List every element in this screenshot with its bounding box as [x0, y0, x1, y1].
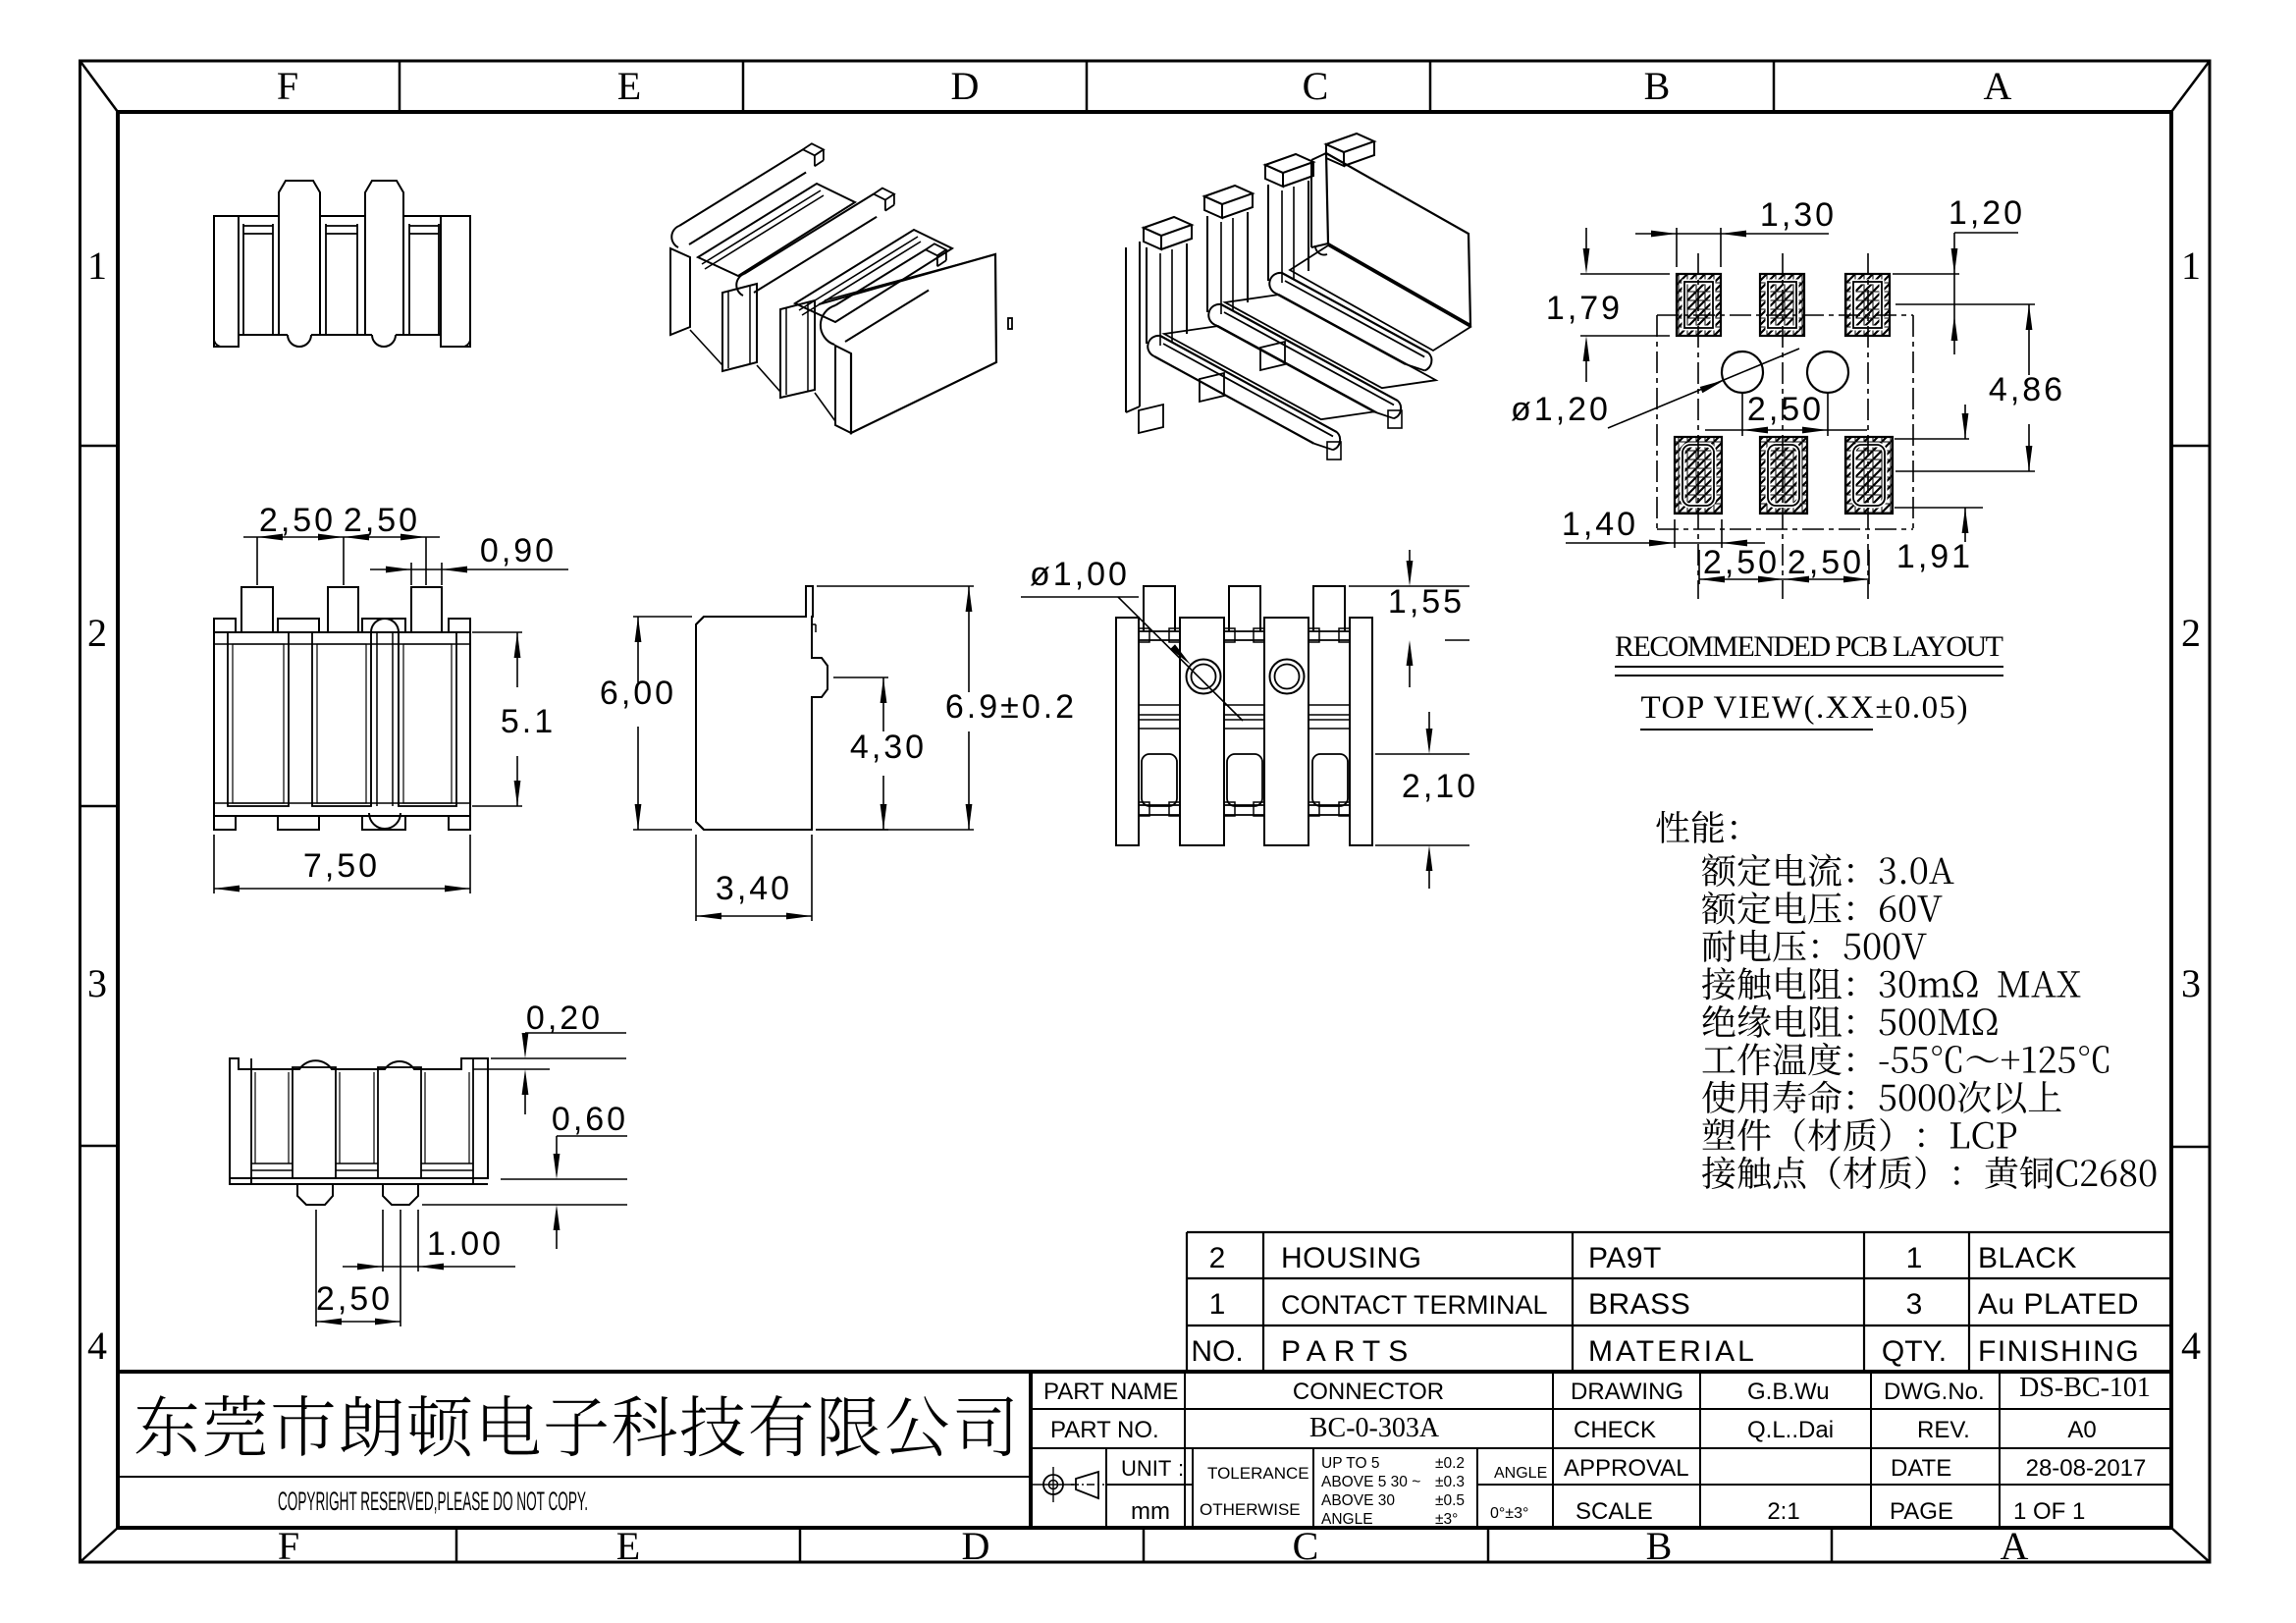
svg-text:4,86: 4,86: [1989, 371, 2065, 408]
svg-text:0,20: 0,20: [526, 1000, 603, 1037]
svg-text:7,50: 7,50: [303, 847, 380, 885]
svg-text:DWG.No.: DWG.No.: [1884, 1379, 1985, 1405]
svg-text:B: B: [1644, 64, 1671, 108]
svg-text:PAGE: PAGE: [1890, 1498, 1953, 1525]
svg-text:APPROVAL: APPROVAL: [1564, 1455, 1689, 1482]
svg-text:MATERIAL: MATERIAL: [1588, 1335, 1757, 1368]
svg-text:E: E: [616, 1524, 640, 1568]
svg-text:±0.5: ±0.5: [1435, 1492, 1465, 1509]
svg-text:1 OF 1: 1 OF 1: [2013, 1498, 2085, 1525]
svg-text:PART NO.: PART NO.: [1050, 1417, 1159, 1443]
svg-text:2,50: 2,50: [344, 502, 420, 539]
svg-text:Q.L..Dai: Q.L..Dai: [1747, 1417, 1834, 1443]
svg-text:2: 2: [1209, 1242, 1226, 1274]
svg-text:±0.2: ±0.2: [1435, 1455, 1465, 1472]
svg-text:ANGLE: ANGLE: [1321, 1511, 1373, 1528]
svg-text:2,50: 2,50: [316, 1280, 393, 1318]
svg-text:2,50: 2,50: [1788, 544, 1864, 581]
svg-text:QTY.: QTY.: [1882, 1335, 1947, 1368]
svg-text:A0: A0: [2067, 1417, 2096, 1443]
svg-text:4: 4: [87, 1324, 107, 1368]
svg-text:B: B: [1646, 1524, 1673, 1568]
svg-text:0,60: 0,60: [552, 1101, 628, 1138]
svg-text:E: E: [617, 64, 641, 108]
svg-text:±3°: ±3°: [1435, 1511, 1458, 1528]
svg-text:G.B.Wu: G.B.Wu: [1747, 1379, 1830, 1405]
svg-text:3: 3: [1906, 1288, 1923, 1321]
svg-text:0,90: 0,90: [480, 532, 557, 569]
svg-text:TOP VIEW(.XX±0.05): TOP VIEW(.XX±0.05): [1641, 690, 1968, 726]
svg-text:1,30: 1,30: [1760, 196, 1837, 234]
svg-text:RECOMMENDED PCB LAYOUT: RECOMMENDED PCB LAYOUT: [1615, 630, 2003, 663]
svg-text:Au PLATED: Au PLATED: [1978, 1288, 2139, 1321]
svg-text:BLACK: BLACK: [1978, 1242, 2077, 1274]
svg-text:3: 3: [2181, 961, 2201, 1005]
svg-text:2: 2: [2181, 611, 2201, 655]
svg-text:2:1: 2:1: [1767, 1498, 1799, 1525]
svg-text:OTHERWISE: OTHERWISE: [1200, 1500, 1301, 1519]
svg-text:F: F: [277, 64, 298, 108]
svg-text:UNIT: UNIT: [1121, 1456, 1171, 1481]
svg-text:3,40: 3,40: [716, 870, 792, 907]
svg-text:2,50: 2,50: [1703, 544, 1780, 581]
svg-text:2,10: 2,10: [1402, 768, 1478, 805]
svg-text:ø1,20: ø1,20: [1511, 391, 1611, 428]
svg-text:HOUSING: HOUSING: [1281, 1242, 1422, 1274]
svg-text:CHECK: CHECK: [1574, 1417, 1656, 1443]
svg-text:NO.: NO.: [1191, 1335, 1243, 1368]
svg-text:D: D: [962, 1524, 990, 1568]
svg-text:PART NAME: PART NAME: [1043, 1379, 1178, 1405]
svg-text:1,40: 1,40: [1562, 506, 1638, 543]
svg-text:A: A: [1984, 64, 2012, 108]
svg-text:ANGLE: ANGLE: [1494, 1465, 1547, 1482]
svg-text:1,91: 1,91: [1896, 538, 1973, 575]
svg-text:COPYRIGHT RESERVED,PLEASE DO N: COPYRIGHT RESERVED,PLEASE DO NOT COPY.: [278, 1487, 588, 1516]
svg-text:FINISHING: FINISHING: [1978, 1335, 2140, 1368]
svg-text:6.9±0.2: 6.9±0.2: [945, 688, 1077, 726]
svg-text:4: 4: [2181, 1324, 2201, 1368]
svg-text:0°±3°: 0°±3°: [1490, 1505, 1528, 1522]
svg-text:ABOVE 30: ABOVE 30: [1321, 1492, 1395, 1509]
svg-text:TOLERANCE: TOLERANCE: [1207, 1464, 1309, 1483]
svg-text:D: D: [951, 64, 980, 108]
svg-text:DATE: DATE: [1891, 1455, 1951, 1482]
svg-text:6,00: 6,00: [600, 675, 676, 712]
svg-text:2,50: 2,50: [259, 502, 336, 539]
svg-text:DRAWING: DRAWING: [1571, 1379, 1683, 1405]
svg-text:1,79: 1,79: [1546, 290, 1623, 327]
svg-text:C: C: [1303, 64, 1329, 108]
svg-text:CONTACT TERMINAL: CONTACT TERMINAL: [1281, 1290, 1548, 1320]
svg-text:ABOVE 5 30 ~: ABOVE 5 30 ~: [1321, 1474, 1420, 1490]
svg-text:BC-0-303A: BC-0-303A: [1309, 1413, 1440, 1443]
svg-text:SCALE: SCALE: [1575, 1498, 1653, 1525]
svg-text:A: A: [2001, 1524, 2029, 1568]
svg-text:3: 3: [87, 961, 107, 1005]
svg-text:5.1: 5.1: [501, 703, 556, 740]
svg-text:1.00: 1.00: [427, 1225, 504, 1263]
svg-text:±0.3: ±0.3: [1435, 1474, 1465, 1490]
svg-text:28-08-2017: 28-08-2017: [2026, 1455, 2147, 1482]
svg-text:2,50: 2,50: [1747, 391, 1824, 428]
svg-text:UP TO 5: UP TO 5: [1321, 1455, 1379, 1472]
svg-text:1: 1: [1209, 1288, 1226, 1321]
svg-text:1,20: 1,20: [1949, 194, 2025, 232]
svg-text:BRASS: BRASS: [1588, 1288, 1690, 1321]
svg-text:C: C: [1293, 1524, 1319, 1568]
svg-text:2: 2: [87, 611, 107, 655]
svg-text:mm: mm: [1131, 1498, 1170, 1525]
svg-text:1: 1: [2181, 243, 2201, 288]
svg-text:1,55: 1,55: [1388, 583, 1465, 621]
svg-text:1: 1: [87, 243, 107, 288]
svg-text:1: 1: [1906, 1242, 1923, 1274]
svg-text::: :: [1178, 1456, 1184, 1481]
svg-text:F: F: [278, 1524, 299, 1568]
svg-text:PA9T: PA9T: [1588, 1242, 1662, 1274]
svg-text:DS-BC-101: DS-BC-101: [2019, 1373, 2151, 1403]
svg-text:CONNECTOR: CONNECTOR: [1293, 1379, 1444, 1405]
svg-text:REV.: REV.: [1917, 1417, 1970, 1443]
svg-text:4,30: 4,30: [850, 729, 927, 766]
svg-text:ø1,00: ø1,00: [1030, 556, 1130, 593]
svg-text:PARTS: PARTS: [1281, 1335, 1415, 1368]
